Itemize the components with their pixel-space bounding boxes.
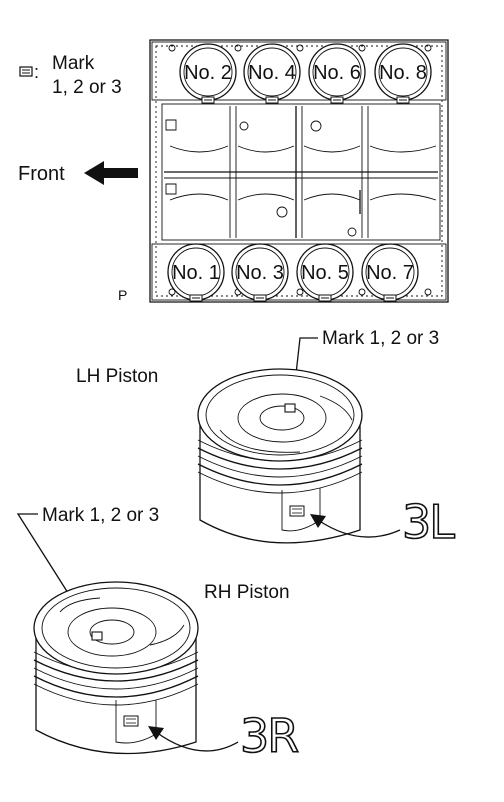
lh-piston: LH Piston Mark 1, 2 or 3 bbox=[76, 328, 458, 550]
cylinder-bore: No. 3 bbox=[231, 243, 289, 302]
rh-stamp-pointer-icon bbox=[148, 726, 239, 752]
front-label: Front bbox=[18, 163, 65, 185]
cylinder-bore: No. 5 bbox=[296, 243, 354, 302]
rh-crown-mark-icon bbox=[91, 631, 103, 641]
rh-piston-title: RH Piston bbox=[204, 582, 290, 603]
lh-stamp-pointer-icon bbox=[310, 514, 401, 538]
cylinder-bore: No. 2 bbox=[179, 43, 237, 104]
cylinder-bores-top: No. 2 No. 4 No. 6 No. 8 bbox=[179, 43, 432, 104]
cylinder-label: No. 1 bbox=[172, 262, 220, 284]
mark-symbol-icon: : bbox=[19, 62, 39, 82]
cylinder-label: No. 7 bbox=[366, 262, 414, 284]
legend-mark-values: 1, 2 or 3 bbox=[52, 77, 122, 98]
rh-mark-callout: Mark 1, 2 or 3 bbox=[42, 505, 159, 526]
cylinder-bore: No. 7 bbox=[361, 243, 419, 302]
cylinder-label: No. 2 bbox=[184, 62, 232, 84]
cylinder-label: No. 4 bbox=[248, 62, 296, 84]
rh-piston: Mark 1, 2 or 3 RH Piston bbox=[16, 505, 301, 764]
view-code: P bbox=[118, 287, 127, 303]
cylinder-label: No. 8 bbox=[379, 62, 427, 84]
lh-piston-stamp: 3L bbox=[402, 495, 455, 549]
cylinder-label: No. 5 bbox=[301, 262, 349, 284]
engine-block bbox=[149, 39, 449, 303]
lh-crown-mark-icon bbox=[284, 403, 296, 413]
front-indicator: Front bbox=[18, 161, 138, 185]
cylinder-bore: No. 1 bbox=[167, 243, 225, 302]
lh-mark-callout: Mark 1, 2 or 3 bbox=[322, 328, 439, 349]
lh-piston-title: LH Piston bbox=[76, 366, 158, 387]
svg-text::: : bbox=[34, 62, 39, 82]
legend: : Mark 1, 2 or 3 bbox=[19, 53, 122, 98]
cylinder-bores-bottom: No. 1 No. 3 No. 5 No. 7 bbox=[167, 243, 419, 302]
rh-piston-drawing bbox=[33, 581, 199, 755]
cylinder-bore: No. 6 bbox=[308, 43, 366, 104]
cylinder-label: No. 6 bbox=[313, 62, 361, 84]
cylinder-label: No. 3 bbox=[236, 262, 284, 284]
rh-piston-stamp: 3R bbox=[240, 709, 298, 763]
front-arrow-icon bbox=[84, 161, 138, 185]
cylinder-bore: No. 4 bbox=[243, 43, 301, 104]
legend-mark-label: Mark bbox=[52, 53, 95, 74]
lh-piston-drawing bbox=[197, 368, 363, 544]
cylinder-bore: No. 8 bbox=[374, 43, 432, 104]
